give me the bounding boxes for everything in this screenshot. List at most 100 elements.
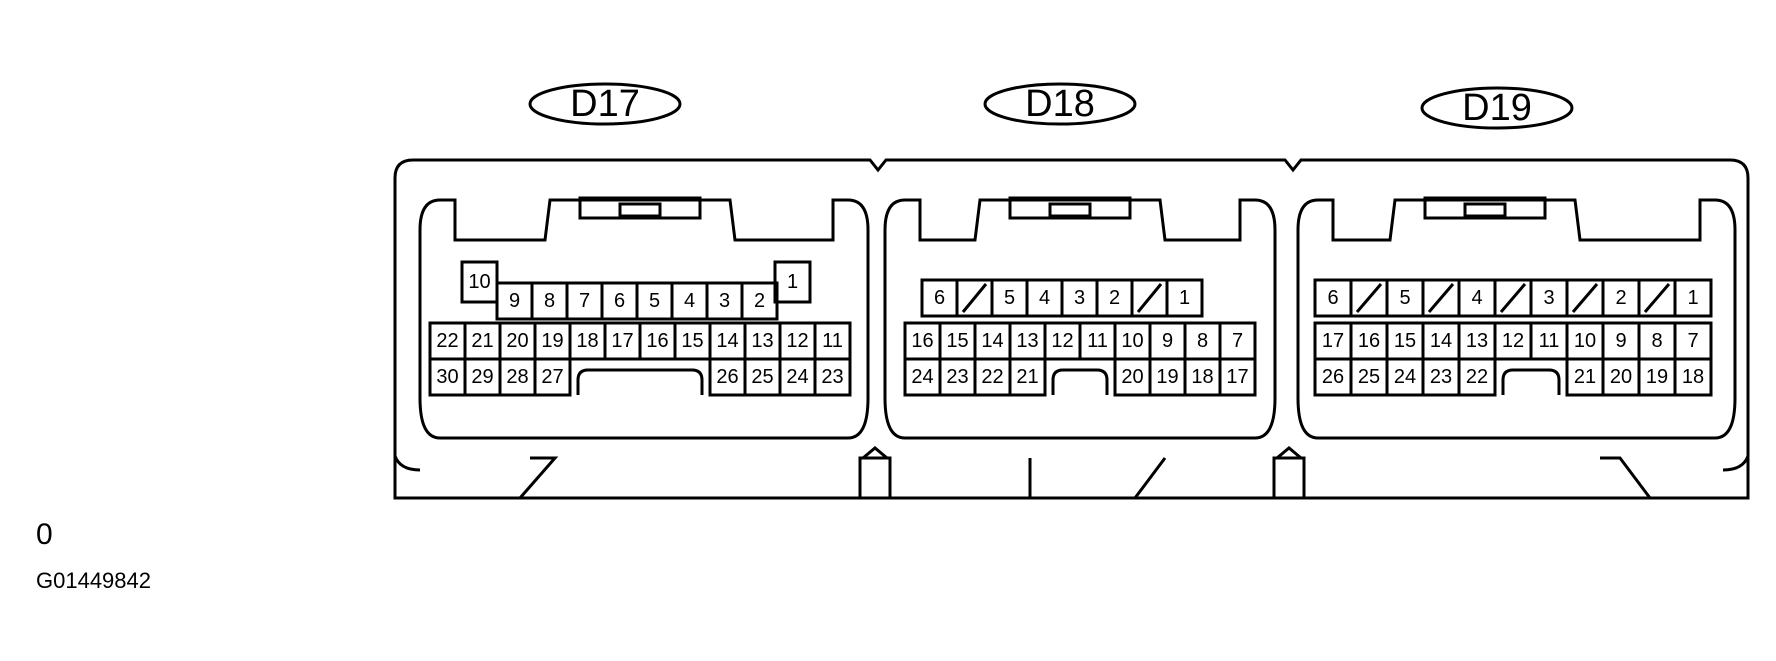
pin-label: 9: [1615, 330, 1626, 352]
pin-label: 7: [1232, 330, 1243, 352]
pin-label: 24: [911, 366, 933, 388]
connector-cavity: [883, 198, 1277, 440]
pin-label: 2: [1109, 287, 1120, 309]
pin-label: 20: [1121, 366, 1143, 388]
blank-pin-slash: [1427, 283, 1455, 313]
pin-label: 19: [541, 330, 563, 352]
pin-cell: [1673, 278, 1713, 318]
pin-label: 21: [1016, 366, 1038, 388]
connector-id-label: D17: [570, 83, 640, 125]
pin-label: 5: [1004, 287, 1015, 309]
pin-label: 23: [946, 366, 968, 388]
pin-label: 2: [754, 290, 765, 312]
pin-label: 7: [1687, 330, 1698, 352]
housing-foot: [1600, 456, 1652, 499]
key-slot: [578, 196, 702, 220]
pin-cell: [1008, 357, 1047, 397]
pin-label: 21: [1574, 366, 1596, 388]
pin-label: 5: [649, 290, 660, 312]
latch-notch: [862, 446, 1302, 460]
connector-housing: [393, 158, 1750, 500]
pin-label: 23: [821, 366, 843, 388]
pin-label: 1: [1687, 287, 1698, 309]
key-slot: [1423, 196, 1547, 220]
pin-label: 1: [787, 271, 798, 293]
pin-cell: [1673, 357, 1713, 397]
pin-label: 11: [1087, 330, 1108, 352]
pin-label: 25: [1358, 366, 1380, 388]
pin-label: 18: [576, 330, 598, 352]
pin-label: 14: [1430, 330, 1452, 352]
pin-label: 4: [1039, 287, 1050, 309]
pin-label: 3: [1543, 287, 1554, 309]
pin-label: 16: [1358, 330, 1380, 352]
connector-id-oval: [983, 82, 1137, 126]
key-slot: [1008, 196, 1132, 220]
pin-label: 20: [1610, 366, 1632, 388]
pin-label: 6: [614, 290, 625, 312]
pin-label: 27: [541, 366, 563, 388]
pin-label: 10: [1574, 330, 1596, 352]
pin-label: 16: [646, 330, 668, 352]
pin-label: 19: [1156, 366, 1178, 388]
housing-foot: [518, 456, 559, 499]
blank-pin-slash: [1643, 283, 1671, 313]
pin-label: 26: [1322, 366, 1344, 388]
pin-label: 30: [436, 366, 458, 388]
blank-pin-slash: [1499, 283, 1527, 313]
connector-id-label: D18: [1025, 83, 1095, 125]
pin-cell: [1218, 357, 1257, 397]
pin-label: 6: [934, 287, 945, 309]
pin-label: 20: [506, 330, 528, 352]
bottom-key-notch: [576, 368, 704, 395]
key-slot-inner: [1463, 202, 1507, 218]
housing-foot: [1028, 457, 1167, 499]
pin-label: 8: [544, 290, 555, 312]
pin-label: 17: [1226, 366, 1248, 388]
pin-label: 10: [1121, 330, 1143, 352]
pin-cell: [1165, 278, 1204, 318]
pin-label: 8: [1197, 330, 1208, 352]
pin-cell: [773, 260, 812, 304]
pin-label: 13: [1466, 330, 1488, 352]
pin-label: 8: [1651, 330, 1662, 352]
pin-label: 4: [1471, 287, 1482, 309]
latch-tab: [1272, 456, 1306, 500]
pin-label: 3: [719, 290, 730, 312]
pin-label: 9: [1162, 330, 1173, 352]
pin-label: 12: [786, 330, 808, 352]
blank-pin-slash: [1355, 283, 1383, 313]
key-slot-inner: [618, 202, 662, 218]
pin-label: 13: [1016, 330, 1038, 352]
blank-pin-slash: [1136, 283, 1163, 313]
bottom-key-notch: [1501, 368, 1561, 395]
pin-label: 9: [509, 290, 520, 312]
pin-label: 14: [716, 330, 738, 352]
blank-pin-slash: [961, 283, 988, 313]
pin-label: 26: [716, 366, 738, 388]
pin-label: 12: [1502, 330, 1524, 352]
pin-label: 2: [1615, 287, 1626, 309]
latch-tab: [858, 456, 892, 500]
pin-label: 22: [981, 366, 1003, 388]
pin-label: 16: [911, 330, 933, 352]
pin-label: 17: [1322, 330, 1344, 352]
pin-label: 18: [1191, 366, 1213, 388]
pin-label: 22: [436, 330, 458, 352]
pin-label: 15: [946, 330, 968, 352]
corner-mark: 0: [36, 518, 53, 551]
pin-label: 4: [684, 290, 695, 312]
pin-label: 22: [1466, 366, 1488, 388]
pin-label: 3: [1074, 287, 1085, 309]
figure-id: G01449842: [36, 568, 151, 593]
pin-label: 15: [681, 330, 703, 352]
pin-label: 5: [1399, 287, 1410, 309]
pin-cell: [813, 357, 852, 397]
housing-edge: [1722, 455, 1750, 472]
pin-label: 24: [1394, 366, 1416, 388]
pin-label: 28: [506, 366, 528, 388]
pin-label: 13: [751, 330, 773, 352]
blank-pin-slash: [1571, 283, 1599, 313]
pin-label: 1: [1179, 287, 1190, 309]
